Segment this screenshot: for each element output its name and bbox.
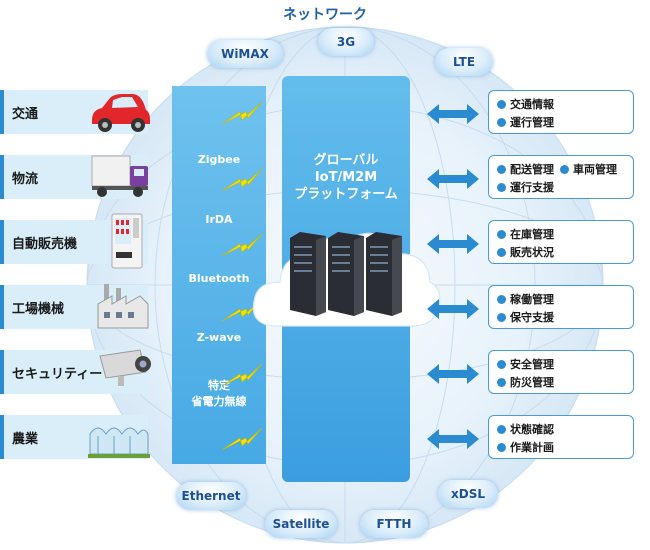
bullet-icon — [560, 164, 569, 174]
double-arrow-icon — [427, 299, 479, 319]
car-icon — [92, 94, 150, 132]
platform-title: グローバル IoT/M2M プラットフォーム — [294, 153, 398, 202]
network-xdsl: xDSL — [438, 480, 498, 508]
bullet-icon — [497, 377, 506, 387]
protocol-column — [172, 86, 266, 464]
service-box-traffic: 交通情報 運行管理 — [488, 90, 634, 134]
double-arrow-icon — [427, 169, 479, 189]
greenhouse-icon — [88, 427, 150, 458]
network-satellite: Satellite — [265, 510, 337, 538]
bullet-icon — [497, 229, 506, 239]
bullet-icon — [497, 164, 506, 174]
lightning-bolt-icon — [221, 427, 263, 451]
network-title: ネットワーク — [283, 7, 367, 23]
bullet-icon — [497, 117, 506, 127]
server-rack-icon — [290, 232, 402, 316]
lightning-bolt-icon — [221, 233, 263, 257]
network-lte: LTE — [435, 48, 493, 76]
security-camera-icon — [99, 349, 151, 386]
bullet-icon — [497, 442, 506, 452]
bullet-icon — [497, 312, 506, 322]
lightning-bolt-icon — [221, 168, 263, 192]
lightning-bolt-icon — [221, 101, 263, 125]
protocol-zigbee: Zigbee — [197, 153, 241, 166]
lightning-bolt-icon — [221, 363, 263, 387]
network-3g: 3G — [318, 28, 374, 56]
bullet-icon — [497, 424, 506, 434]
bullet-icon — [497, 359, 506, 369]
double-arrow-icon — [427, 429, 479, 449]
network-ethernet: Ethernet — [176, 482, 246, 510]
protocol-bluetooth: Bluetooth — [188, 272, 250, 285]
vending-machine-icon — [111, 213, 143, 269]
service-box-security: 安全管理 防災管理 — [488, 350, 634, 394]
protocol-low-power-radio: 省電力無線 — [191, 395, 247, 408]
service-box-agriculture: 状態確認 作業計画 — [488, 415, 634, 459]
double-arrow-icon — [427, 234, 479, 254]
bullet-icon — [497, 294, 506, 304]
protocol-zwave: Z-wave — [196, 331, 242, 344]
bullet-icon — [497, 182, 506, 192]
network-wimax: WiMAX — [207, 40, 283, 68]
protocol-tokutei: 特定 — [208, 379, 230, 392]
bullet-icon — [497, 247, 506, 257]
service-box-factory: 稼働管理 保守支援 — [488, 285, 634, 329]
service-box-logistics: 配送管理車両管理 運行支援 — [488, 155, 634, 199]
double-arrow-icon — [427, 364, 479, 384]
bullet-icon — [497, 99, 506, 109]
double-arrow-icon — [427, 104, 479, 124]
service-box-vending: 在庫管理 販売状況 — [488, 220, 634, 264]
truck-icon — [91, 155, 148, 197]
protocol-irda: IrDA — [205, 213, 233, 226]
factory-icon — [97, 284, 149, 329]
network-ftth: FTTH — [360, 510, 428, 538]
